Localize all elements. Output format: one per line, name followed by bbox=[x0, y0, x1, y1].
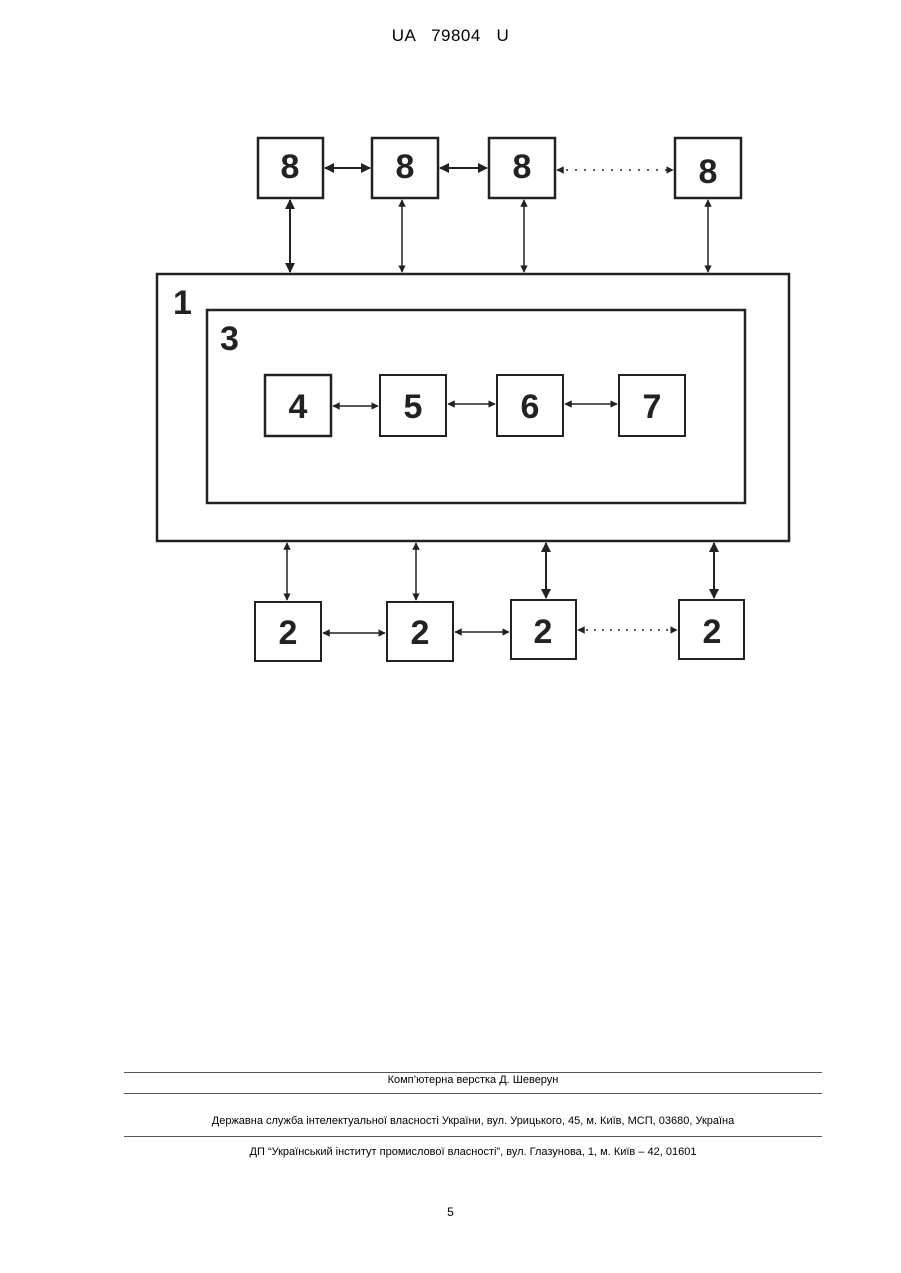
footer-layout-credit: Комп’ютерна верстка Д. Шеверун bbox=[124, 1074, 822, 1086]
inner-block-row: 4 5 6 7 bbox=[265, 375, 685, 436]
footer-divider bbox=[124, 1136, 822, 1137]
page-number: 5 bbox=[0, 1205, 901, 1219]
bottom-block-label: 2 bbox=[411, 614, 430, 652]
top-block-label: 8 bbox=[281, 148, 300, 186]
block-1-outer bbox=[157, 274, 789, 541]
top-block-label: 8 bbox=[699, 153, 718, 191]
block-4-label: 4 bbox=[289, 388, 308, 426]
footer-office-address: Державна служба інтелектуальної власност… bbox=[124, 1115, 822, 1127]
block-5-label: 5 bbox=[404, 388, 423, 426]
bottom-block-label: 2 bbox=[534, 613, 553, 651]
bottom-block-label: 2 bbox=[703, 613, 722, 651]
footer-institute-address: ДП “Український інститут промислової вла… bbox=[124, 1146, 822, 1158]
bottom-block-label: 2 bbox=[279, 614, 298, 652]
bottom-block-row: 2 2 2 2 bbox=[255, 600, 744, 661]
block-3-label: 3 bbox=[220, 320, 239, 358]
top-block-label: 8 bbox=[396, 148, 415, 186]
block-7-label: 7 bbox=[643, 388, 662, 426]
block-diagram: 1 3 8 8 8 8 4 5 6 7 bbox=[0, 0, 901, 700]
block-1-label: 1 bbox=[173, 284, 192, 322]
footer-divider bbox=[124, 1093, 822, 1094]
block-6-label: 6 bbox=[521, 388, 540, 426]
footer-divider bbox=[124, 1072, 822, 1073]
top-block-label: 8 bbox=[513, 148, 532, 186]
